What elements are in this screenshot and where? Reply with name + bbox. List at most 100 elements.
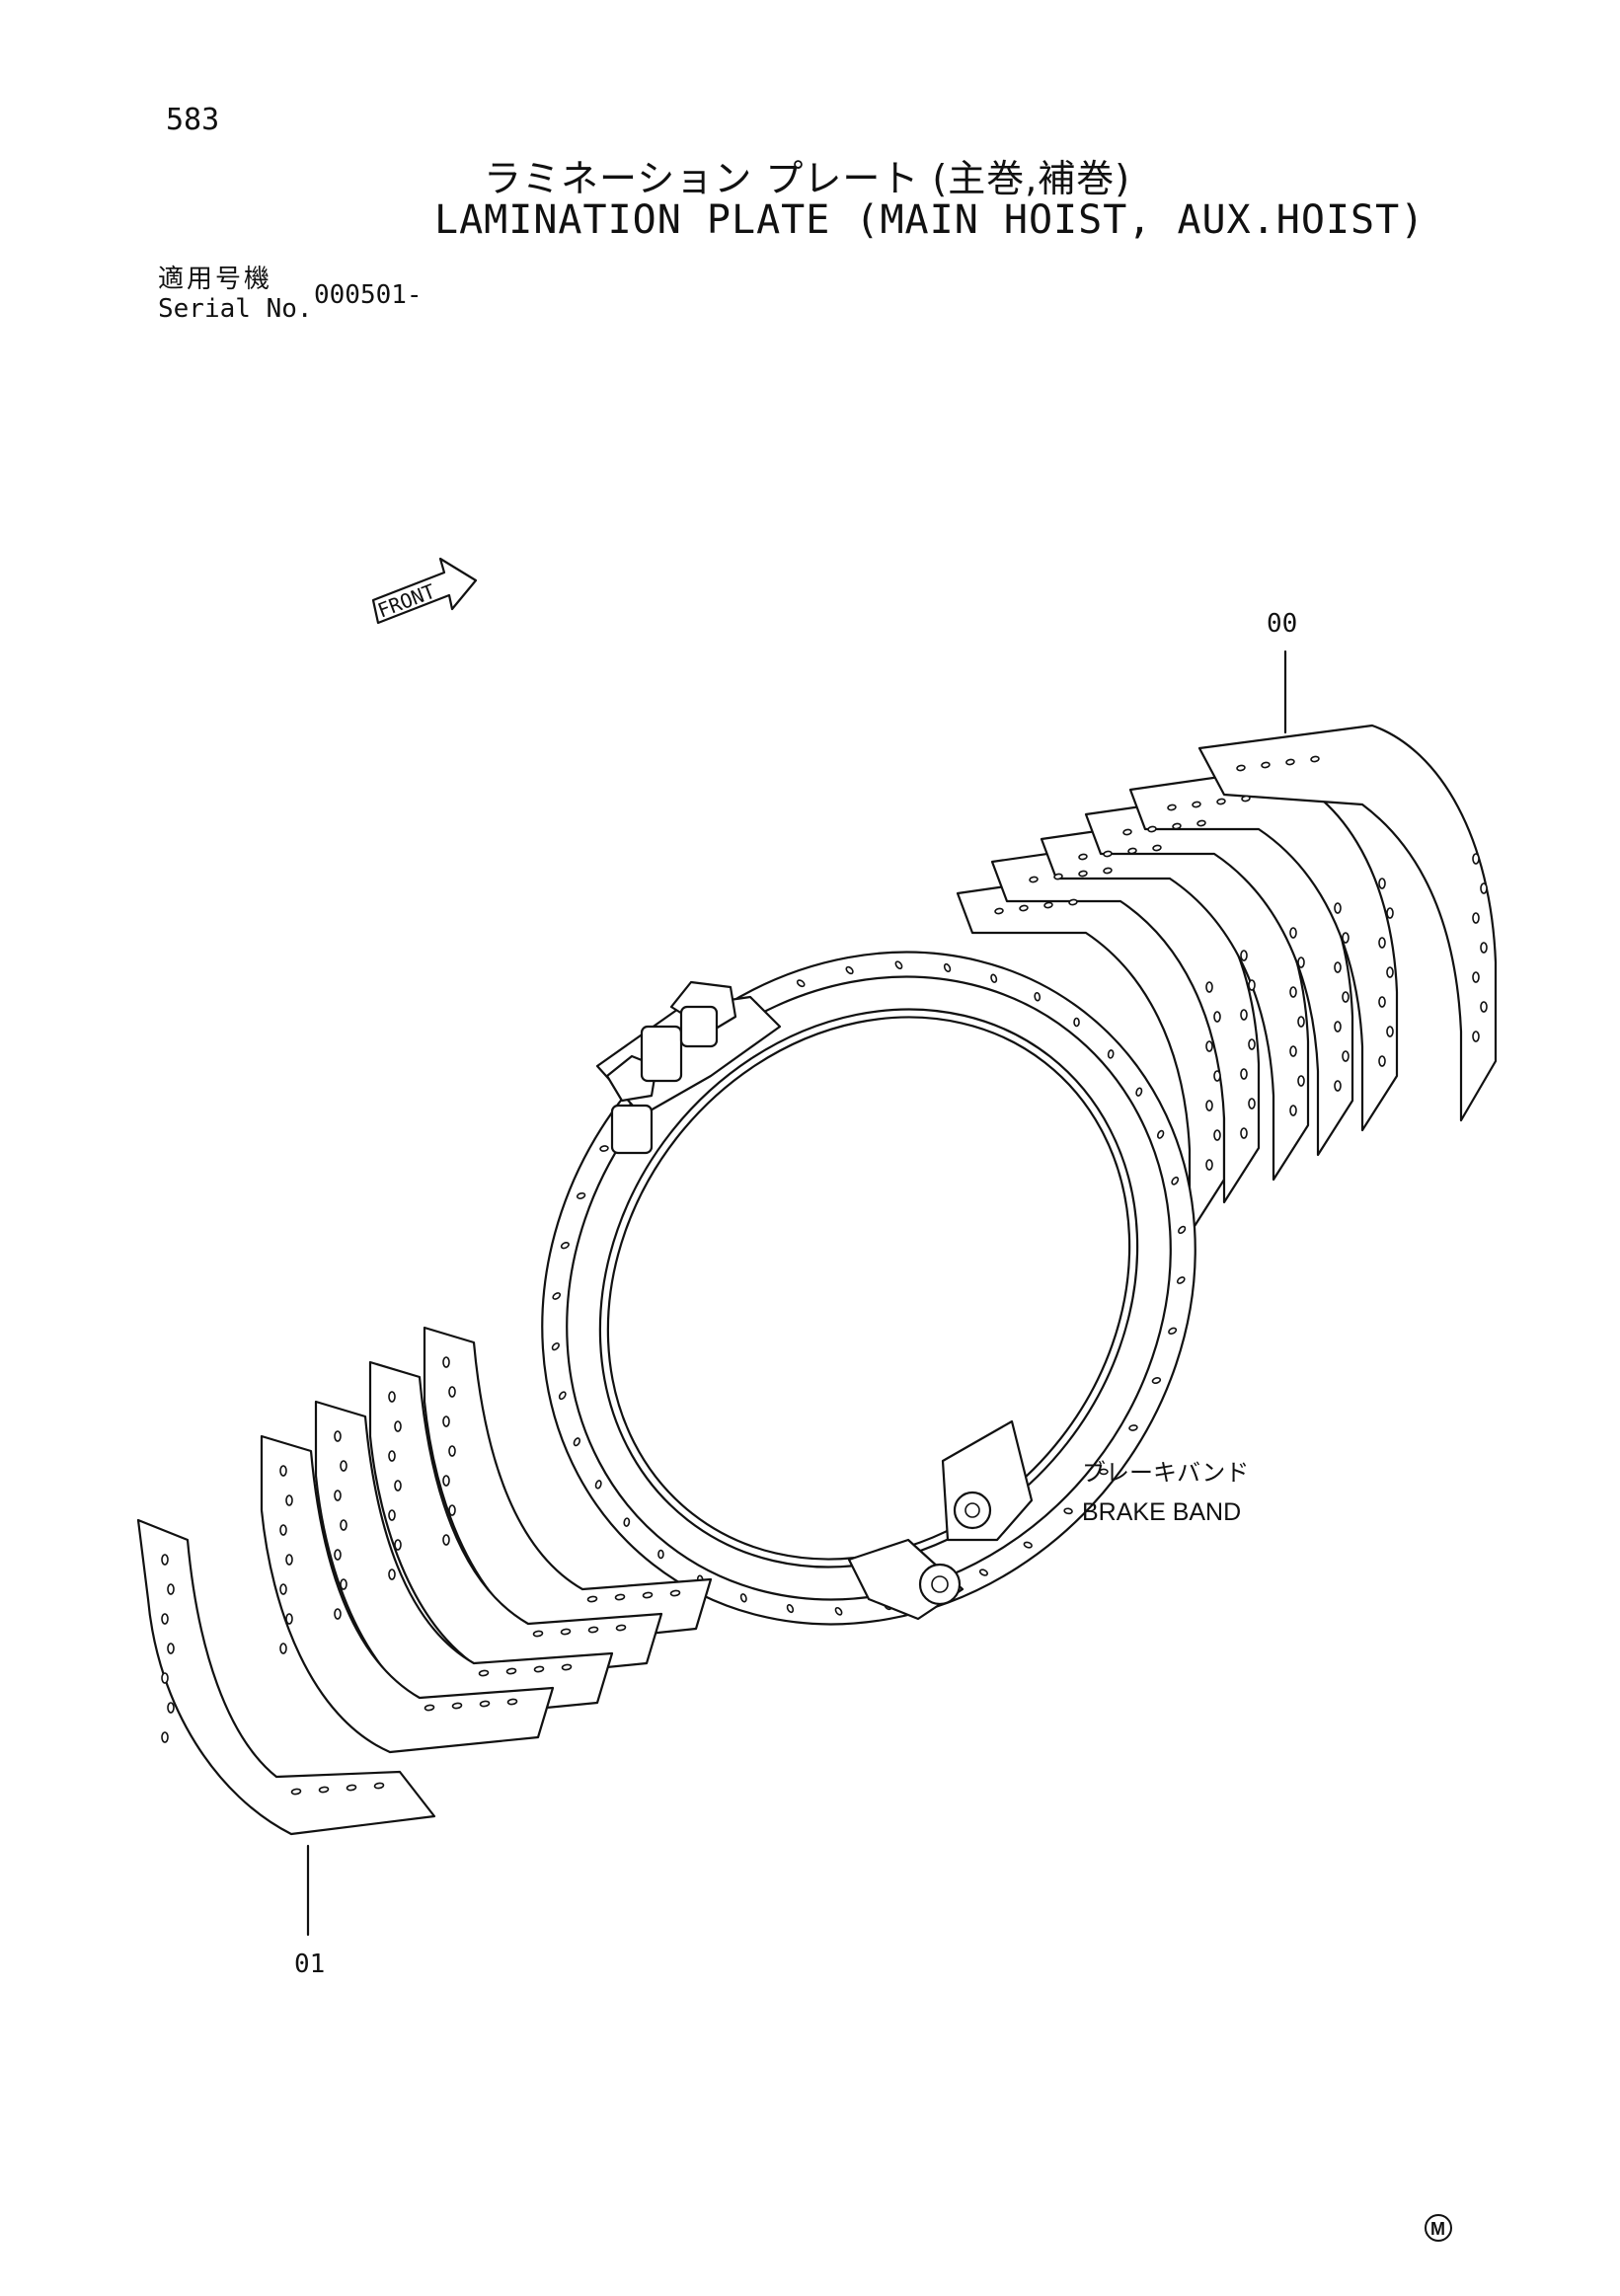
plate-hole bbox=[279, 1465, 287, 1477]
plate-hole bbox=[1334, 1080, 1342, 1092]
plate-hole bbox=[1107, 1049, 1115, 1059]
plate-hole bbox=[1078, 853, 1088, 861]
plate-hole bbox=[167, 1583, 175, 1595]
plate-hole bbox=[285, 1494, 293, 1506]
plate-hole bbox=[1386, 1026, 1394, 1037]
plate-hole bbox=[1240, 1009, 1248, 1021]
plate-hole bbox=[1023, 1541, 1033, 1549]
plate-hole bbox=[657, 1549, 664, 1560]
plate-hole bbox=[442, 1475, 450, 1487]
plate-hole bbox=[1248, 979, 1256, 991]
front-arrow-label: FRONT bbox=[374, 579, 438, 623]
circled-m-mark: M bbox=[1425, 2214, 1452, 2242]
plate-hole bbox=[1297, 1016, 1305, 1028]
plate-hole bbox=[560, 1628, 572, 1636]
plate-hole bbox=[561, 1663, 573, 1671]
plate-hole bbox=[161, 1672, 169, 1684]
front-arrow-icon: FRONT bbox=[371, 557, 478, 625]
plate-hole bbox=[451, 1702, 463, 1710]
plate-hole bbox=[394, 1480, 402, 1492]
plate-hole bbox=[558, 1391, 567, 1401]
upper-lamination-plates bbox=[956, 724, 1498, 1236]
plate-hole bbox=[1156, 1129, 1165, 1139]
plate-hole bbox=[505, 1667, 517, 1675]
plate-hole bbox=[1472, 912, 1480, 924]
plate-hole bbox=[167, 1702, 175, 1714]
plate-hole bbox=[373, 1782, 385, 1790]
plate-hole bbox=[394, 1420, 402, 1432]
plate-hole bbox=[318, 1786, 330, 1794]
plate-hole bbox=[1151, 1377, 1162, 1385]
plate-hole bbox=[1168, 1327, 1178, 1335]
plate-hole bbox=[1152, 844, 1162, 852]
plate-hole bbox=[334, 1490, 342, 1501]
plate-hole bbox=[1241, 795, 1251, 803]
plate-hole bbox=[1078, 870, 1088, 878]
plate-hole bbox=[334, 1549, 342, 1561]
plate-hole bbox=[1334, 1021, 1342, 1033]
plate-hole bbox=[573, 1437, 581, 1447]
serial-number-value: 000501- bbox=[314, 280, 423, 310]
plate-hole bbox=[796, 979, 806, 988]
plate-hole bbox=[1073, 1017, 1080, 1028]
plate-hole bbox=[1147, 825, 1157, 833]
plate-hole bbox=[1043, 901, 1053, 909]
plate-hole bbox=[786, 1603, 795, 1614]
plate-hole bbox=[394, 1539, 402, 1551]
plate-hole bbox=[1386, 966, 1394, 978]
plate-hole bbox=[1297, 957, 1305, 968]
plate-hole bbox=[1289, 927, 1297, 939]
plate-hole bbox=[1248, 1038, 1256, 1050]
plate-hole bbox=[1167, 804, 1177, 811]
plate-hole bbox=[1480, 942, 1488, 954]
plate-hole bbox=[279, 1583, 287, 1595]
plate-hole bbox=[1240, 950, 1248, 961]
plate-hole bbox=[1248, 1098, 1256, 1110]
brake-band-label-english: BRAKE BAND bbox=[1082, 1498, 1241, 1526]
plate-hole bbox=[448, 1386, 456, 1398]
plate-hole bbox=[739, 1593, 747, 1603]
plate-hole bbox=[1480, 1001, 1488, 1013]
plate-hole bbox=[340, 1578, 347, 1590]
plate-hole bbox=[1289, 1045, 1297, 1057]
plate-hole bbox=[599, 1145, 609, 1152]
plate-hole bbox=[1171, 1176, 1180, 1186]
plate-hole bbox=[424, 1704, 435, 1712]
serial-label-english: Serial No. bbox=[158, 294, 313, 324]
plate-hole bbox=[1099, 1468, 1109, 1476]
plate-hole bbox=[532, 1630, 544, 1638]
plate-hole bbox=[978, 1569, 988, 1576]
plate-hole bbox=[161, 1731, 169, 1743]
plate-hole bbox=[340, 1519, 347, 1531]
plate-hole bbox=[1213, 1011, 1221, 1023]
callout-00: 00 bbox=[1267, 609, 1297, 639]
plate-hole bbox=[943, 962, 952, 973]
plate-hole bbox=[1472, 1031, 1480, 1042]
plate-hole bbox=[1176, 1276, 1186, 1284]
plate-hole bbox=[994, 907, 1004, 915]
plate-hole bbox=[1342, 991, 1350, 1003]
plate-hole bbox=[448, 1445, 456, 1457]
title-japanese: ラミネーション プレート (主巻,補巻) bbox=[484, 157, 1131, 200]
plate-hole bbox=[442, 1416, 450, 1427]
plate-hole bbox=[1472, 853, 1480, 865]
plate-hole bbox=[285, 1554, 293, 1566]
plate-hole bbox=[442, 1356, 450, 1368]
plate-hole bbox=[1342, 932, 1350, 944]
corner-mark-letter: M bbox=[1430, 2219, 1445, 2239]
plate-hole bbox=[845, 965, 854, 975]
plate-hole bbox=[669, 1589, 681, 1597]
plate-hole bbox=[1378, 996, 1386, 1008]
plate-hole bbox=[388, 1509, 396, 1521]
serial-label-japanese: 適用号機 bbox=[158, 265, 273, 294]
plate-hole bbox=[388, 1391, 396, 1403]
plate-hole bbox=[1297, 1075, 1305, 1087]
plate-hole bbox=[1019, 904, 1029, 912]
plate-hole bbox=[551, 1341, 560, 1351]
plate-hole bbox=[1216, 798, 1226, 805]
plate-hole bbox=[1472, 971, 1480, 983]
plate-hole bbox=[1122, 828, 1132, 836]
plate-hole bbox=[167, 1643, 175, 1654]
plate-hole bbox=[346, 1784, 357, 1792]
plate-hole bbox=[1480, 882, 1488, 894]
